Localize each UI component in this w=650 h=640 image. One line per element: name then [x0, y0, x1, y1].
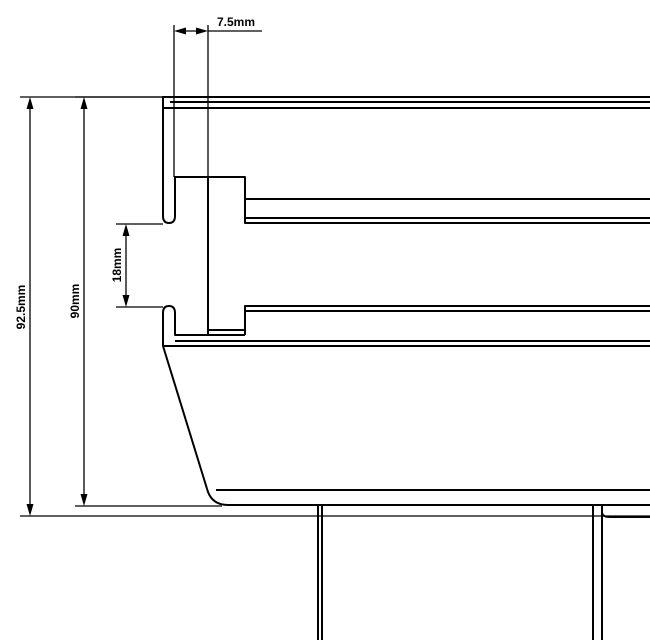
- right-leg: [592, 505, 650, 640]
- dimension-overall-height: 92.5mm: [14, 97, 34, 516]
- left-leg: [317, 505, 323, 640]
- upper-rail: [244, 194, 650, 224]
- bottom-housing: [162, 345, 650, 506]
- dimension-inner-height: 90mm: [68, 97, 88, 506]
- lower-rail: [208, 305, 650, 335]
- dim-label-inner-height: 90mm: [68, 284, 82, 319]
- profile-outline: [162, 96, 650, 640]
- top-flange: [162, 96, 650, 109]
- dim-label-overall-height: 92.5mm: [14, 285, 28, 330]
- dim-label-slot-height: 18mm: [110, 248, 124, 283]
- extension-lines: [20, 25, 650, 517]
- dimension-slot-height: 18mm: [110, 224, 130, 307]
- left-wall-upper: [162, 108, 246, 224]
- left-wall-lower: [162, 305, 245, 346]
- dimension-lip-width: 7.5mm: [174, 15, 255, 35]
- dim-label-lip-width: 7.5mm: [217, 15, 255, 29]
